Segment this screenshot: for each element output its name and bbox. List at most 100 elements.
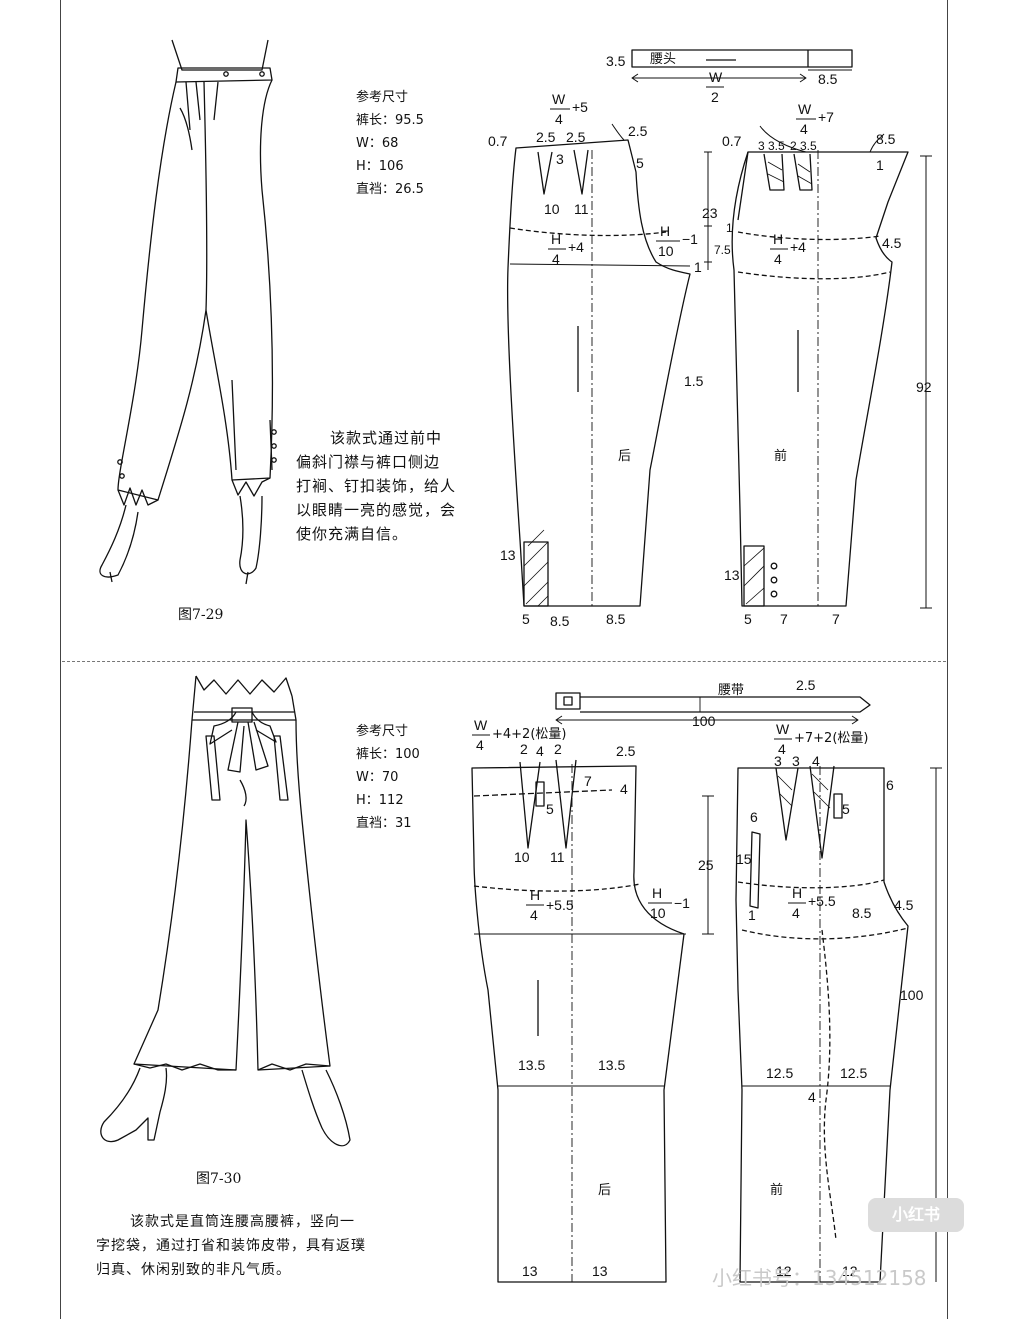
- svg-text:+4+2(松量): +4+2(松量): [492, 727, 566, 742]
- desc-line: 该款式是直筒连腰高腰裤，竖向一: [130, 1214, 355, 1230]
- desc-line: 该款式通过前中: [330, 429, 443, 447]
- svg-text:2.5: 2.5: [536, 129, 556, 145]
- svg-text:4: 4: [530, 907, 538, 923]
- svg-text:4: 4: [812, 753, 820, 769]
- svg-text:1: 1: [748, 907, 756, 923]
- svg-text:4: 4: [620, 781, 628, 797]
- svg-text:8.5: 8.5: [852, 905, 872, 921]
- svg-text:+4: +4: [568, 239, 584, 255]
- svg-text:4: 4: [778, 741, 786, 757]
- svg-text:3: 3: [758, 139, 765, 153]
- svg-text:13: 13: [522, 1263, 538, 1279]
- desc-line: 打裥、钉扣装饰，给人: [296, 477, 457, 495]
- svg-text:7.5: 7.5: [714, 243, 731, 257]
- fig2-front-panel: [735, 765, 942, 1283]
- svg-text:13: 13: [724, 567, 740, 583]
- svg-text:10: 10: [544, 201, 560, 217]
- frac-num: W: [709, 69, 723, 85]
- desc-line: 归真、休闲别致的非凡气质。: [96, 1262, 291, 1278]
- fig1-back-panel: [506, 123, 712, 607]
- svg-text:4: 4: [808, 1089, 816, 1105]
- svg-text:+5.5: +5.5: [546, 897, 574, 913]
- svg-text:8.5: 8.5: [550, 613, 570, 629]
- ref-item: 直裆：31: [356, 816, 412, 831]
- svg-text:3.5: 3.5: [800, 139, 817, 153]
- svg-text:H: H: [530, 887, 540, 903]
- svg-text:2: 2: [520, 741, 528, 757]
- svg-text:5: 5: [636, 155, 644, 171]
- label: 8.5: [818, 71, 838, 87]
- svg-text:腰带: 腰带: [718, 683, 744, 698]
- svg-text:8.5: 8.5: [606, 611, 626, 627]
- svg-text:前: 前: [770, 1182, 783, 1198]
- svg-text:4: 4: [774, 251, 782, 267]
- svg-text:后: 后: [618, 449, 631, 464]
- fig2-belt: [555, 692, 871, 725]
- svg-text:7: 7: [584, 773, 592, 789]
- fig2-back-panel: [471, 759, 714, 1283]
- svg-text:W: W: [776, 721, 790, 737]
- page-frame: [60, 0, 948, 1319]
- svg-text:+7+2(松量): +7+2(松量): [794, 731, 868, 746]
- ref-title: 参考尺寸: [356, 90, 409, 105]
- fig1-reference-sizes: 参考尺寸 裤长：95.5 W：68 H：106 直裆：26.5: [356, 86, 424, 201]
- ref-item: 裤长：95.5: [356, 113, 424, 128]
- svg-text:H: H: [792, 885, 802, 901]
- svg-text:4: 4: [800, 121, 808, 137]
- svg-text:W: W: [798, 101, 812, 117]
- desc-line: 字挖袋，通过打省和装饰皮带，具有返璞: [96, 1238, 366, 1254]
- svg-text:13: 13: [592, 1263, 608, 1279]
- fraction: W 2: [706, 69, 724, 105]
- label: 3.5: [606, 53, 626, 69]
- svg-text:4: 4: [555, 111, 563, 127]
- svg-text:25: 25: [698, 857, 714, 873]
- svg-text:11: 11: [550, 849, 565, 865]
- svg-text:12.5: 12.5: [840, 1065, 867, 1081]
- fig1-labels: 3.5 腰头 W 2 8.5 W 4 +5 0.7 2.5 2.5 3 2.5 …: [488, 52, 932, 629]
- svg-text:5: 5: [546, 801, 554, 817]
- svg-text:前: 前: [774, 448, 787, 464]
- fig2-labels: 腰带 2.5 100 W 4 +4+2(松量) 2 4 2 2.5 7 4 5 …: [472, 677, 924, 1279]
- svg-text:92: 92: [916, 379, 932, 395]
- svg-text:2.5: 2.5: [628, 123, 648, 139]
- ref-title: 参考尺寸: [356, 724, 409, 739]
- svg-text:23: 23: [702, 205, 718, 221]
- svg-text:H: H: [551, 231, 561, 247]
- svg-text:8.5: 8.5: [876, 131, 896, 147]
- svg-text:7: 7: [780, 611, 788, 627]
- svg-text:100: 100: [692, 713, 716, 729]
- svg-text:H: H: [773, 231, 783, 247]
- svg-text:H: H: [652, 885, 662, 901]
- svg-text:2.5: 2.5: [566, 129, 586, 145]
- frac-den: 2: [711, 89, 719, 105]
- svg-text:13: 13: [500, 547, 516, 563]
- ref-item: 裤长：100: [356, 747, 420, 762]
- svg-text:6: 6: [750, 809, 758, 825]
- svg-text:0.7: 0.7: [722, 133, 742, 149]
- section-divider: [62, 661, 946, 662]
- svg-text:+4: +4: [790, 239, 806, 255]
- svg-text:3: 3: [556, 151, 564, 167]
- fig1-description: 该款式通过前中 偏斜门襟与裤口侧边 打裥、钉扣装饰，给人 以眼睛一亮的感觉，会 …: [296, 426, 456, 546]
- svg-text:H: H: [660, 223, 670, 239]
- ref-item: W：68: [356, 136, 399, 151]
- fig1-front-panel: [731, 125, 932, 609]
- desc-line: 以眼睛一亮的感觉，会: [296, 501, 457, 519]
- fig1-waistband: [631, 49, 853, 83]
- svg-text:+5: +5: [572, 99, 588, 115]
- svg-text:4: 4: [536, 743, 544, 759]
- svg-text:W: W: [552, 91, 566, 107]
- fig2-caption: 图7-30: [196, 1171, 242, 1187]
- svg-text:10: 10: [658, 243, 674, 259]
- svg-text:5: 5: [842, 801, 850, 817]
- svg-text:2.5: 2.5: [616, 743, 636, 759]
- svg-text:+5.5: +5.5: [808, 893, 836, 909]
- svg-text:4.5: 4.5: [894, 897, 914, 913]
- svg-text:1: 1: [694, 259, 702, 275]
- svg-text:1: 1: [726, 221, 733, 235]
- ref-item: H：112: [356, 793, 404, 808]
- fig2-reference-sizes: 参考尺寸 裤长：100 W：70 H：112 直裆：31: [356, 720, 420, 835]
- svg-text:4: 4: [476, 737, 484, 753]
- svg-text:10: 10: [514, 849, 530, 865]
